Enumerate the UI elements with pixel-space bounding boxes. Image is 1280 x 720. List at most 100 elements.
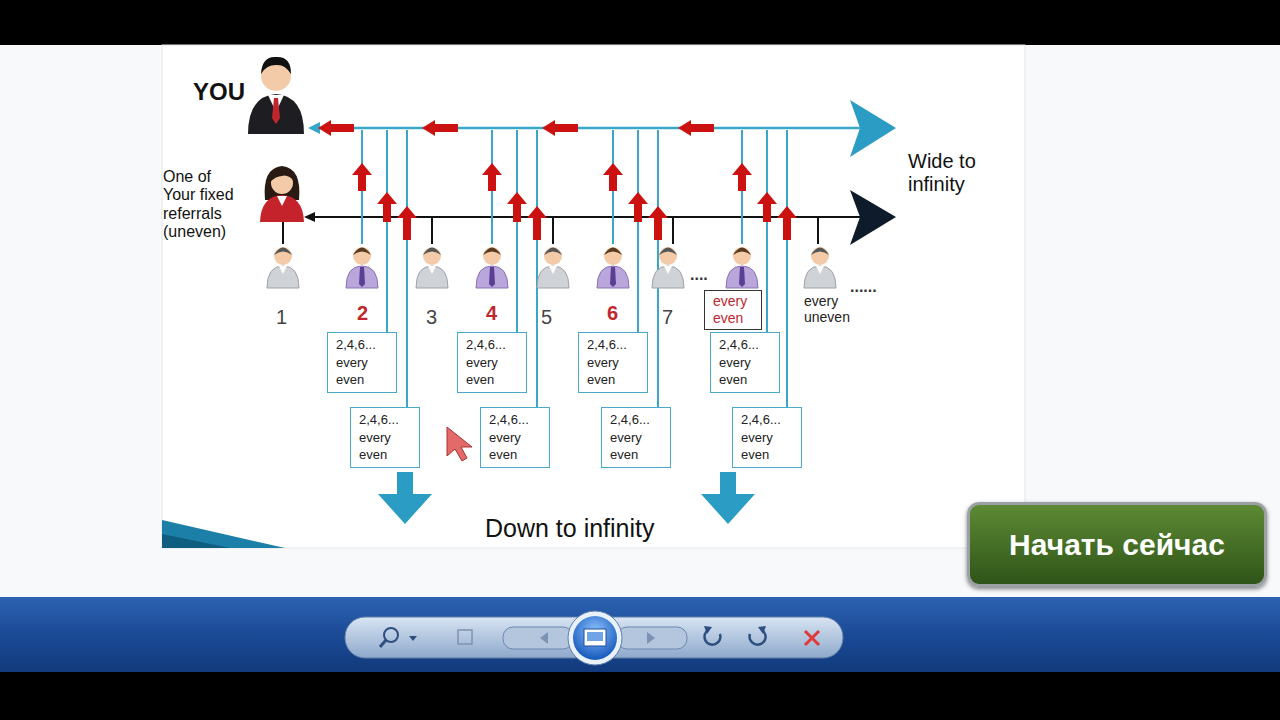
person-head [423,247,441,265]
down-arrow [378,494,432,524]
referral-box: 2,4,6... every even [350,407,420,468]
position-number: 7 [662,306,673,329]
bottom-bar [0,672,1280,720]
next-icon [647,632,655,644]
toolbar [0,597,1280,672]
referral-box: 2,4,6... every even [732,407,802,468]
person-head [733,247,751,265]
left-arrow [554,124,578,132]
up-arrow [513,203,521,222]
referral-hair [270,168,295,182]
person-collar [664,266,672,274]
person-hair [423,248,441,256]
referral-box: 2,4,6... every even [601,407,671,468]
up-arrow [358,174,366,191]
you-tie [272,98,280,124]
viewer-ground [0,45,1280,597]
you-body [248,94,304,134]
link-line [406,130,408,407]
person-hair [483,248,501,256]
up-arrow [732,163,752,175]
person-body [267,266,299,288]
link-line [536,130,538,407]
person-collar [549,266,557,274]
person-head [353,247,371,265]
up-arrow [757,192,777,204]
referral-box: 2,4,6... every even [457,332,527,393]
box-text: 2,4,6... every even [336,336,388,389]
person-head [483,247,501,265]
position-number: 3 [426,306,437,329]
link-line [637,130,639,332]
person-hair [353,248,371,256]
up-arrow [507,192,527,204]
person-tie [739,267,745,287]
position-number: 5 [541,306,552,329]
person-tie [489,267,495,287]
start-button: Начать сейчас [967,502,1267,587]
person-head [811,247,829,265]
referral-body [260,195,304,222]
slideshow-icon [584,629,606,646]
up-arrow [628,192,648,204]
box-text: every even [713,293,753,327]
person-collar [428,266,436,274]
next-button [617,627,687,649]
person-body [726,266,758,288]
person-hair [811,248,829,256]
box-text: Начать сейчас [1009,528,1225,562]
rotate-right [758,626,766,634]
referral-hair [265,166,300,200]
position-number: 1 [276,306,287,329]
ellipsis: ...... [850,278,877,296]
up-arrow [763,203,771,222]
fit-icon [458,630,472,644]
up-arrow [397,206,417,218]
person-hair [544,248,562,256]
left-arrow [678,120,691,136]
referral-collar [277,196,287,206]
person-body [597,266,629,288]
direction-note: Wide to infinity [908,150,1008,196]
slideshow-button [573,616,617,660]
link-line [431,217,433,244]
up-arrow [352,163,372,175]
referral-box: 2,4,6... every even [710,332,780,393]
person-body [652,266,684,288]
left-arrow [690,124,714,132]
person-tie [359,267,365,287]
you-line [314,127,862,130]
down-arrow [720,472,736,494]
figures [248,57,836,407]
up-arrow [783,217,791,240]
delete-icon [805,631,819,645]
mouse-cursor [447,427,472,461]
person-tie [610,267,616,287]
link-line [672,217,674,244]
person-hair [733,248,751,256]
up-arrow [403,217,411,240]
arrow-head [304,212,315,222]
position-number: 2 [357,302,368,325]
person-body [416,266,448,288]
person-body [804,266,836,288]
up-arrow [609,174,617,191]
link-line [766,130,768,332]
position-number: 4 [486,302,497,325]
person-collar [279,266,287,274]
down-arrow [397,472,413,494]
you-hair [261,57,291,74]
uneven-note: every uneven [804,293,862,325]
down-arrow [701,494,755,524]
person-hair [274,248,292,256]
link-line [786,130,788,407]
zoom-icon [380,640,386,647]
slideshow-button [568,611,622,665]
up-arrow [383,203,391,222]
referral-box: 2,4,6... every even [327,332,397,393]
zoom-icon [384,628,398,642]
left-arrow [330,124,354,132]
delete-icon [805,631,819,645]
referral-note: One of Your fixed referrals (uneven) [163,168,247,242]
